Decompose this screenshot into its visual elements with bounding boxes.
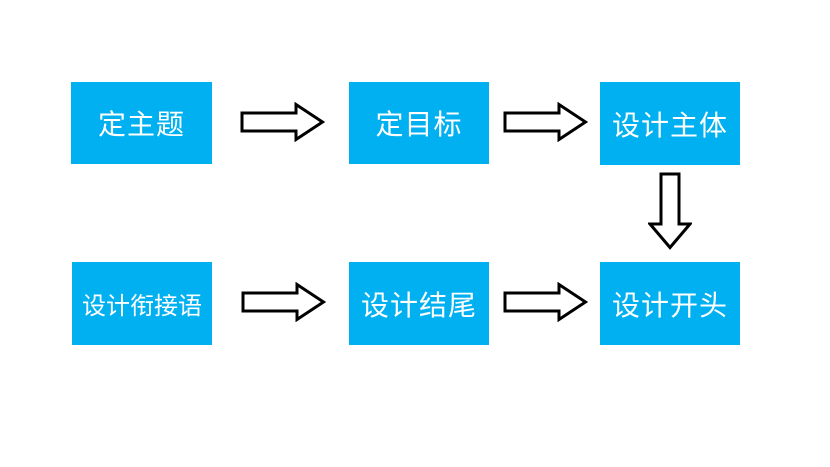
flow-node-label: 设计结尾 xyxy=(360,289,477,321)
arrow-right-icon xyxy=(240,101,326,143)
flow-node-design-body: 设计主体 xyxy=(600,82,740,165)
connector-design-body-to-design-opening xyxy=(646,172,694,250)
connector-design-transition-to-design-ending xyxy=(241,281,327,323)
connector-design-ending-to-design-opening xyxy=(503,281,589,323)
flow-node-label: 定目标 xyxy=(375,109,463,140)
arrow-down-icon xyxy=(646,172,694,250)
flow-node-label: 设计主体 xyxy=(611,109,728,141)
connector-define-topic-to-define-goal xyxy=(240,101,326,143)
flow-node-label: 设计开头 xyxy=(611,289,728,321)
flow-node-define-topic: 定主题 xyxy=(71,82,212,164)
flow-node-design-ending: 设计结尾 xyxy=(349,262,489,345)
connector-define-goal-to-design-body xyxy=(503,101,589,143)
arrow-right-icon xyxy=(503,281,589,323)
flow-node-define-goal: 定目标 xyxy=(349,82,489,164)
flow-node-design-transition: 设计衔接语 xyxy=(72,262,212,345)
flow-node-label: 设计衔接语 xyxy=(82,293,202,320)
arrow-right-icon xyxy=(503,101,589,143)
arrow-right-icon xyxy=(241,281,327,323)
flow-node-design-opening: 设计开头 xyxy=(600,262,740,345)
flow-node-label: 定主题 xyxy=(97,109,185,140)
